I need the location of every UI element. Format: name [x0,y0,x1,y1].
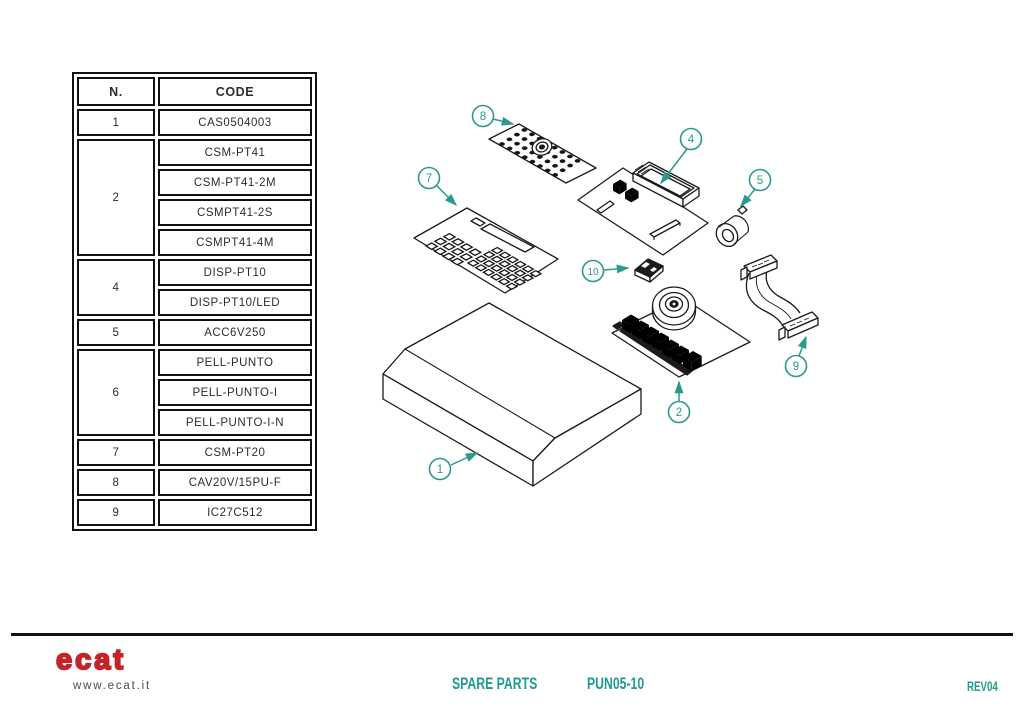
part-keypad-board [488,123,597,184]
table-row: CSMPT41-4M [77,229,312,256]
callout-5-number: 5 [757,175,763,187]
table-row: 1 CAS0504003 [77,109,312,136]
part-code-cell: CSM-PT41 [158,139,312,166]
callout-8-circle [471,104,495,128]
callout-1: 1 [428,452,479,481]
table-row: CSMPT41-2S [77,199,312,226]
part-code-cell: CSM-PT41-2M [158,169,312,196]
table-header-n: N. [77,77,155,106]
callout-1-circle [428,457,452,481]
part-front-panel [413,207,559,294]
parts-table: N. CODE 1 CAS0504003 2 CSM-PT41 CSM-PT41… [72,72,317,531]
footer-center: SPARE PARTS PUN05-10 [452,674,667,694]
table-row: DISP-PT10/LED [77,289,312,316]
part-code-cell: CSM-PT20 [158,439,312,466]
callout-1-number: 1 [437,464,443,476]
callout-10-number: 10 [587,267,599,278]
part-code-cell: PELL-PUNTO-I-N [158,409,312,436]
callout-10-circle [581,259,605,283]
part-code-cell: CSMPT41-2S [158,199,312,226]
table-row: PELL-PUNTO-I-N [77,409,312,436]
part-code-cell: CAV20V/15PU-F [158,469,312,496]
part-code-cell: DISP-PT10/LED [158,289,312,316]
model-label: PUN05-10 [587,674,645,693]
footer-divider [11,633,1013,636]
part-number-cell: 2 [77,139,155,256]
callout-2-circle [667,400,691,424]
callout-4-circle [679,127,703,151]
part-code-cell: CSMPT41-4M [158,229,312,256]
callout-7-circle [417,166,441,190]
website-text: www.ecat.it [73,680,151,692]
keypad-hole-grid-right [466,246,543,290]
keypad-hole-grid-left [424,232,483,266]
callout-7: 7 [417,166,458,207]
part-number-cell: 4 [77,259,155,316]
table-row: 6 PELL-PUNTO [77,349,312,436]
part-code-cell: CAS0504003 [158,109,312,136]
table-row: CSM-PT41-2M [77,169,312,196]
part-code-cell: IC27C512 [158,499,312,526]
part-number-cell: 5 [77,319,155,346]
callout-9: 9 [784,335,808,378]
part-number-cell: 6 [77,349,155,436]
table-row: 2 CSM-PT41 [77,139,312,256]
part-code-cell: PELL-PUNTO [158,349,312,376]
callout-5-circle [748,168,772,192]
table-header-code: CODE [158,77,312,106]
leader-line [603,264,630,274]
leader-line [660,148,688,185]
table-row: 9 IC27C512 [77,499,312,526]
callout-4: 4 [660,127,703,185]
ecat-logo: ecat [55,644,127,676]
callout-9-number: 9 [793,361,799,373]
table-row: 4 DISP-PT10 [77,259,312,316]
part-display-board [577,161,709,256]
part-number-cell: 8 [77,469,155,496]
table-row: PELL-PUNTO-I [77,379,312,406]
part-eprom-chip [634,258,664,283]
callout-8: 8 [471,104,515,128]
part-main-board [611,286,751,378]
table-row: 7 CSM-PT20 [77,439,312,466]
part-bottom-case [382,302,642,487]
key-switch-grid [499,128,581,177]
callout-8-number: 8 [480,111,486,123]
leader-line [797,335,807,357]
callout-2: 2 [667,380,691,424]
callout-2-number: 2 [676,407,682,419]
callout-10: 10 [581,259,630,283]
callout-9-circle [784,354,808,378]
part-code-cell: PELL-PUNTO-I [158,379,312,406]
leader-line [450,452,479,466]
leader-line [492,116,515,126]
part-ribbon-cable [740,254,819,341]
part-code-cell: ACC6V250 [158,319,312,346]
table-row: 8 CAV20V/15PU-F [77,469,312,496]
table-row: 5 ACC6V250 [77,319,312,346]
leader-line [435,184,458,207]
callout-4-number: 4 [688,134,695,146]
doc-type-label: SPARE PARTS [452,674,538,693]
part-code-cell: DISP-PT10 [158,259,312,286]
revision-label: REV04 [967,679,998,694]
table-header-row: N. CODE [77,77,312,106]
callout-5: 5 [740,168,772,208]
leader-line [740,187,757,208]
part-battery-cylinder [715,205,750,248]
callout-7-number: 7 [426,173,432,185]
part-number-cell: 1 [77,109,155,136]
part-number-cell: 9 [77,499,155,526]
part-number-cell: 7 [77,439,155,466]
